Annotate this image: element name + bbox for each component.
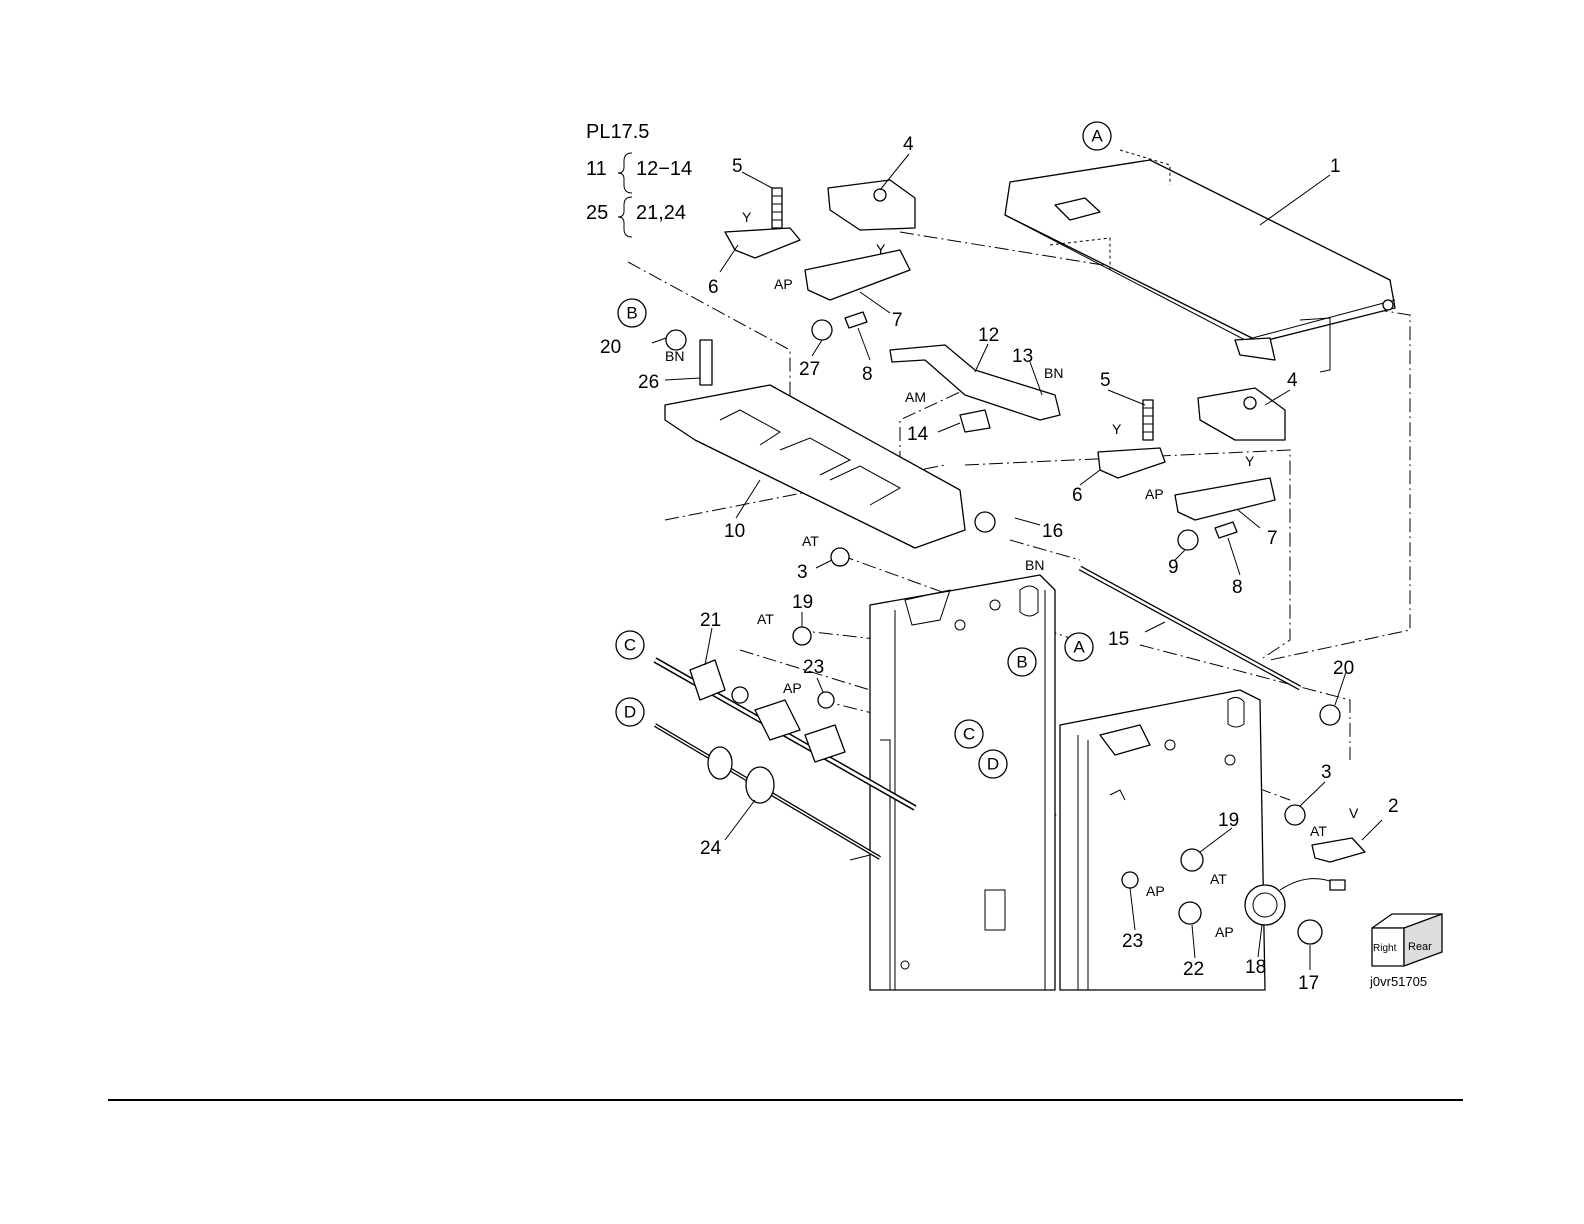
part-label: 21 xyxy=(700,610,721,631)
part-label: 13 xyxy=(1012,346,1033,367)
code-label: AT xyxy=(1310,823,1327,839)
group-children-1: 12−14 xyxy=(636,158,692,180)
part-label: 20 xyxy=(1333,658,1354,679)
part-label: 14 xyxy=(907,424,929,445)
svg-text:D: D xyxy=(624,703,636,722)
svg-text:C: C xyxy=(624,636,636,655)
code-label: AP xyxy=(774,276,793,292)
part-label: 9 xyxy=(1168,557,1179,578)
part-label: 2 xyxy=(1388,796,1399,817)
group-parent-1: 11 xyxy=(586,158,607,180)
code-label: Y xyxy=(742,209,752,225)
orientation-cube: Right Rear xyxy=(1372,914,1442,966)
part-label: 3 xyxy=(797,562,808,583)
code-label: BN xyxy=(1044,365,1063,381)
group-children-2: 21,24 xyxy=(636,202,686,224)
part-label: 18 xyxy=(1245,957,1266,978)
svg-text:A: A xyxy=(1073,638,1085,657)
rear-frame xyxy=(1060,690,1265,990)
part-label: 5 xyxy=(1100,370,1111,391)
svg-text:B: B xyxy=(1016,653,1027,672)
part-label: 4 xyxy=(903,134,914,155)
callout-d-frame: D xyxy=(979,750,1007,778)
code-label: AT xyxy=(802,533,819,549)
plate-id: PL17.5 xyxy=(586,121,649,143)
code-label: BN xyxy=(665,348,684,364)
callout-d-left: D xyxy=(616,698,644,726)
part-label: 4 xyxy=(1287,370,1298,391)
part-label: 15 xyxy=(1108,629,1129,650)
callout-a-top: A xyxy=(1083,122,1111,150)
part-label: 22 xyxy=(1183,959,1204,980)
legend: PL17.5 11 12−14 25 21,24 xyxy=(586,121,692,237)
part-label: 7 xyxy=(1267,528,1278,549)
code-label: Y xyxy=(1112,421,1122,437)
code-label: AP xyxy=(1145,486,1164,502)
code-label: AP xyxy=(1146,883,1165,899)
svg-text:B: B xyxy=(626,304,637,323)
svg-text:D: D xyxy=(987,755,999,774)
code-label: AP xyxy=(1215,924,1234,940)
part-label: 16 xyxy=(1042,521,1063,542)
callout-a-frame: A xyxy=(1065,633,1093,661)
part-label: 26 xyxy=(638,372,659,393)
part-label: 10 xyxy=(724,521,745,542)
hinge-assembly-left xyxy=(725,180,915,340)
part-label: 8 xyxy=(862,364,873,385)
footer-divider xyxy=(108,1099,1463,1101)
part-label: 24 xyxy=(700,838,722,859)
cube-rear-label: Rear xyxy=(1408,941,1432,953)
code-label: AP xyxy=(783,680,802,696)
part-label: 20 xyxy=(600,337,621,358)
code-label: Y xyxy=(876,241,886,257)
cube-right-label: Right xyxy=(1373,943,1397,954)
part-label: 5 xyxy=(732,156,743,177)
part-label: 23 xyxy=(1122,931,1143,952)
part-label: 19 xyxy=(1218,810,1239,831)
svg-text:C: C xyxy=(963,725,975,744)
code-label: AM xyxy=(905,389,926,405)
callout-b-top: B xyxy=(618,299,646,327)
part-label: 12 xyxy=(978,325,999,346)
part-label: 1 xyxy=(1330,156,1341,177)
svg-text:A: A xyxy=(1091,127,1103,146)
code-label: AT xyxy=(1210,871,1227,887)
part-label: 8 xyxy=(1232,577,1243,598)
code-label: AT xyxy=(757,611,774,627)
callout-c-frame: C xyxy=(955,720,983,748)
side-frame xyxy=(850,575,1055,990)
callout-c-left: C xyxy=(616,631,644,659)
code-label: Y xyxy=(1245,453,1255,469)
code-label: V xyxy=(1349,805,1359,821)
part-label: 6 xyxy=(1072,485,1083,506)
part-label: 19 xyxy=(792,592,813,613)
part-label: 23 xyxy=(803,657,824,678)
part-label: 17 xyxy=(1298,973,1319,994)
part-label: 7 xyxy=(892,310,903,331)
group-brace-2 xyxy=(618,197,632,237)
part-label: 27 xyxy=(799,359,820,380)
part-label: 3 xyxy=(1321,762,1332,783)
group-parent-2: 25 xyxy=(586,202,608,224)
top-cover xyxy=(1005,150,1395,372)
part-label: 6 xyxy=(708,277,719,298)
code-label: BN xyxy=(1025,557,1044,573)
figure-id: j0vr51705 xyxy=(1369,974,1427,989)
callout-b-frame: B xyxy=(1008,648,1036,676)
group-brace-1 xyxy=(618,153,632,193)
